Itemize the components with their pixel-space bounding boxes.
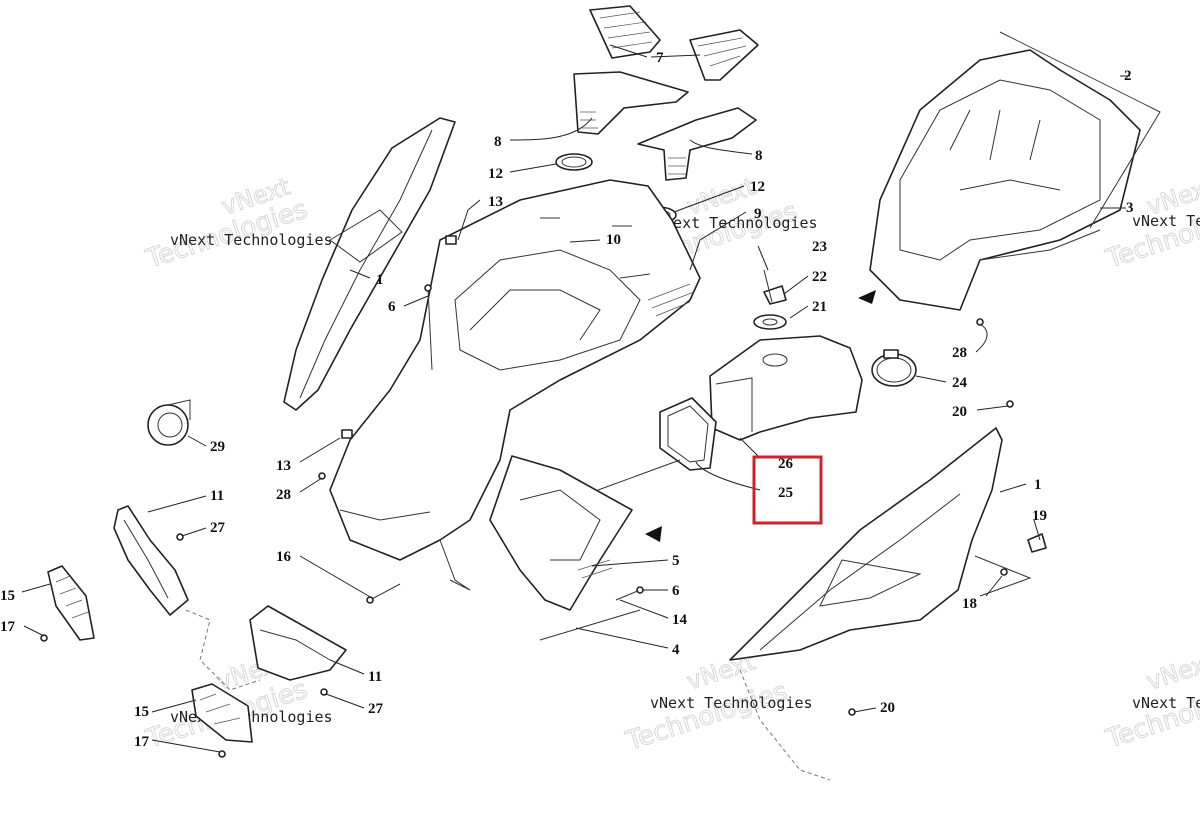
hose-clamp [871, 349, 917, 387]
highlight-box [752, 455, 823, 525]
callout-6: 6 [672, 583, 680, 599]
callout-22: 22 [812, 269, 827, 285]
callout-20: 20 [880, 700, 895, 716]
callout-15: 15 [134, 704, 149, 720]
parts [40, 5, 1161, 781]
callout-11: 11 [368, 669, 382, 685]
watermark-brand: vNext [1143, 647, 1200, 695]
callout-6: 6 [388, 299, 396, 315]
callout-29: 29 [210, 439, 225, 455]
callout-12: 12 [488, 166, 503, 182]
watermark-line: vNext Technologies [170, 231, 333, 249]
main-hood [329, 179, 701, 591]
brackets-left [113, 505, 347, 691]
callout-2: 2 [1124, 68, 1132, 84]
callout-25: 25 [778, 485, 793, 501]
callout-16: 16 [276, 549, 292, 565]
callout-12: 12 [750, 179, 765, 195]
callout-26: 26 [778, 456, 794, 472]
callout-21: 21 [812, 299, 827, 315]
callout-7: 7 [656, 50, 664, 66]
callout-9: 9 [754, 206, 762, 222]
leader-lines [21, 44, 1130, 753]
callout-20: 20 [952, 404, 967, 420]
callout-23: 23 [812, 239, 827, 255]
watermark-line: vNext Technologies [650, 694, 813, 712]
callout-24: 24 [952, 375, 968, 391]
intake-grilles [589, 5, 759, 81]
lower-insert [489, 455, 633, 611]
callout-17: 17 [134, 734, 150, 750]
watermark-line: vNext Technologies [1132, 694, 1200, 712]
air-box-duct [709, 335, 863, 441]
group-brackets [539, 31, 1161, 641]
callout-10: 10 [606, 232, 621, 248]
callout-27: 27 [368, 701, 384, 717]
storage-bin [869, 49, 1141, 311]
callout-3: 3 [1126, 200, 1134, 216]
lower-grilles [47, 565, 253, 743]
callout-11: 11 [210, 488, 224, 504]
callout-14: 14 [672, 612, 688, 628]
watermark-line: vNext Technologies [1132, 212, 1200, 230]
callout-4: 4 [672, 642, 680, 658]
callout-13: 13 [488, 194, 503, 210]
side-panel-left [283, 117, 456, 411]
callout-8: 8 [494, 134, 502, 150]
grommet [753, 314, 787, 330]
callout-15: 15 [0, 588, 15, 604]
callout-1: 1 [376, 272, 384, 288]
watermark-line: vNext Technologies [655, 214, 818, 232]
callout-1: 1 [1034, 477, 1042, 493]
callout-17: 17 [0, 619, 16, 635]
callout-13: 13 [276, 458, 291, 474]
clip-and-screw [763, 269, 787, 305]
callout-28: 28 [952, 345, 967, 361]
seal-frame [659, 397, 717, 471]
callout-27: 27 [210, 520, 226, 536]
side-panel-right [729, 427, 1003, 781]
fasteners [40, 235, 1047, 758]
callout-5: 5 [672, 553, 680, 569]
tape-roll [147, 399, 191, 446]
air-ducts [573, 71, 757, 181]
callout-28: 28 [276, 487, 291, 503]
callout-8: 8 [755, 148, 763, 164]
callout-18: 18 [962, 596, 977, 612]
callout-numbers: 7 8 8 12 12 13 10 9 1 6 2 3 23 22 21 28 … [0, 50, 1134, 750]
callout-19: 19 [1032, 508, 1047, 524]
direction-arrows [645, 290, 876, 542]
